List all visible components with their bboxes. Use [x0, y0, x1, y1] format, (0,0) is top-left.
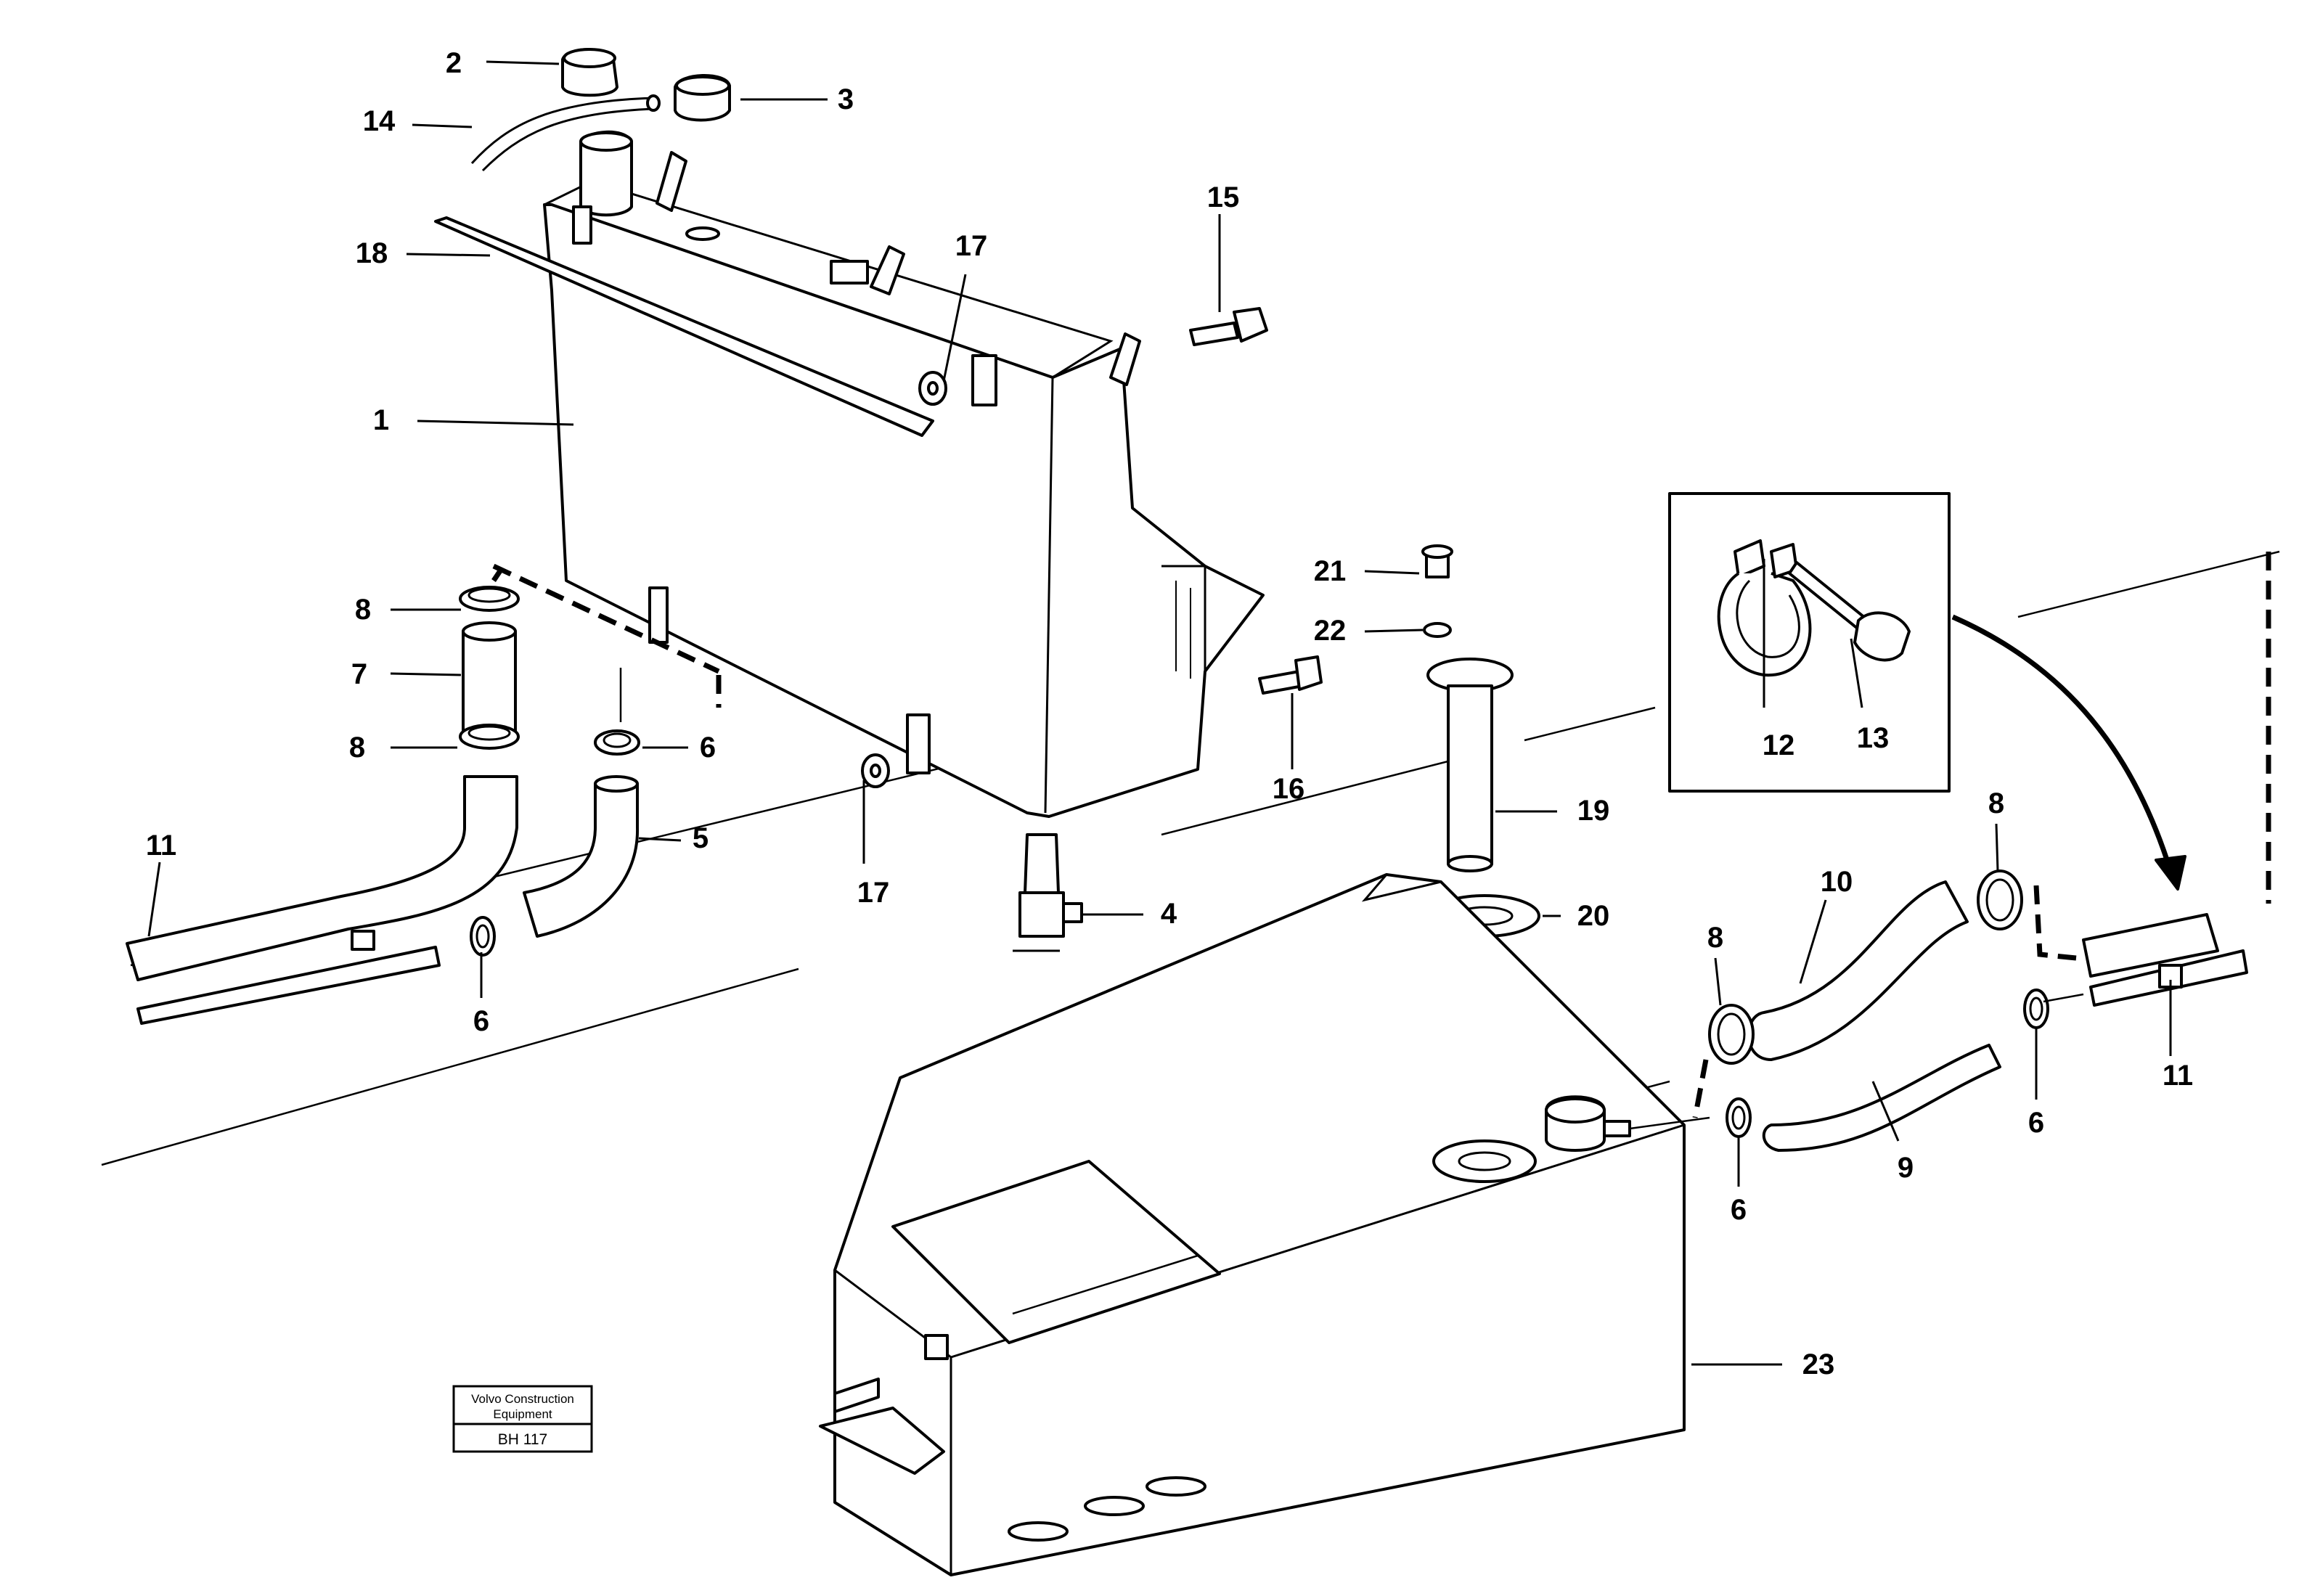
callout-8-c: 8 [1707, 922, 1723, 954]
bolt-15 [1189, 307, 1268, 346]
callout-15: 15 [1207, 181, 1240, 213]
callout-23: 23 [1802, 1349, 1835, 1380]
title-block: Volvo Construction Equipment BH 117 [452, 1385, 593, 1453]
callout-3: 3 [838, 83, 854, 115]
callout-8-a: 8 [355, 594, 371, 626]
grommet-17-lower [861, 753, 890, 788]
routing-lines-left [491, 563, 722, 722]
callout-13: 13 [1857, 722, 1890, 754]
callout-6-d: 6 [2028, 1107, 2044, 1139]
clamp-8-right-lower [1708, 1004, 1755, 1065]
hose-11-right [2082, 913, 2248, 1007]
clamp-8-lower [459, 724, 520, 750]
callout-20: 20 [1577, 900, 1610, 932]
clamp-8-right-upper [1977, 869, 2023, 930]
hose-7 [462, 621, 517, 734]
clamp-6-center [1726, 1097, 1752, 1138]
grommet-17-upper [918, 371, 947, 406]
title-block-line2: Equipment [493, 1407, 552, 1421]
callout-7: 7 [351, 658, 367, 690]
hose-9 [1762, 1044, 2001, 1152]
hose-10 [1747, 880, 1969, 1061]
clamp-8-upper [459, 586, 520, 612]
detail-box [1668, 492, 1951, 793]
support-rod [434, 216, 934, 437]
filler-cap [561, 48, 618, 97]
title-block-line1: Volvo Construction [471, 1392, 574, 1406]
callout-11-b: 11 [2163, 1060, 2193, 1092]
callout-1: 1 [373, 404, 389, 436]
callout-6-c: 6 [1731, 1194, 1747, 1226]
callout-12: 12 [1763, 729, 1795, 761]
callout-6-b: 6 [473, 1005, 489, 1037]
callout-2: 2 [446, 47, 462, 79]
callout-22: 22 [1314, 615, 1347, 647]
callout-5: 5 [693, 822, 709, 854]
clamp-6-upper-left [594, 729, 640, 756]
callout-6-a: 6 [700, 732, 716, 764]
callout-17-a: 17 [955, 230, 988, 262]
clamp-6-right [2023, 989, 2049, 1029]
detail-arrow [1951, 614, 2186, 891]
hose-11-left [126, 775, 518, 1025]
callout-19: 19 [1577, 795, 1610, 827]
callout-8-d: 8 [1988, 787, 2004, 819]
bolt-16 [1258, 655, 1323, 695]
routing-lines-right [1629, 552, 2271, 1130]
callout-10: 10 [1821, 866, 1853, 898]
title-block-code: BH 117 [498, 1431, 548, 1448]
callout-11-a: 11 [146, 830, 176, 862]
callout-14: 14 [363, 105, 396, 137]
callout-8-b: 8 [349, 732, 365, 764]
vent-hose [470, 94, 661, 172]
callout-16: 16 [1273, 773, 1305, 805]
clamp-6-lower-left [470, 916, 496, 957]
callout-4: 4 [1161, 898, 1177, 930]
callout-9: 9 [1898, 1152, 1914, 1184]
fuel-tank [819, 873, 1686, 1576]
drain-valve [1013, 833, 1083, 952]
callout-labels: 1 2 3 4 5 6 6 6 6 6 7 8 8 8 8 9 10 11 11… [146, 47, 2193, 1380]
level-cap [674, 73, 731, 122]
callout-18: 18 [356, 237, 388, 269]
reservoir-tank [543, 130, 1265, 818]
callout-21: 21 [1314, 555, 1347, 587]
leader-lines [147, 60, 2172, 1366]
hose-5 [523, 775, 640, 938]
callout-17-b: 17 [857, 877, 890, 909]
